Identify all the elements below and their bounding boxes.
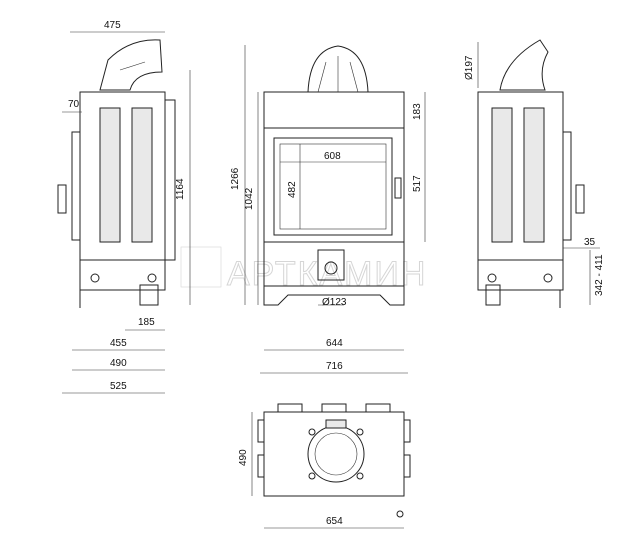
left-side-view [57,39,176,308]
left-air-inlet-1 [90,273,100,283]
dim-608: 608 [324,151,341,162]
front-view [263,45,405,306]
top-view [257,403,411,518]
dim-flue-123: Ø123 [322,297,347,308]
dim-1266: 1266 [230,167,241,190]
top-bolt-4 [356,472,364,480]
dim-183: 183 [412,103,423,120]
top-flue-collar [307,425,365,483]
left-spigot [139,284,159,306]
front-door-frame [263,127,405,243]
left-flue-detail [119,61,146,71]
top-side-tab-1 [257,419,265,443]
front-flue-spigot [317,249,345,281]
dim-1164: 1164 [175,178,186,200]
left-rear-plate [164,99,176,261]
right-flue-elbow [499,39,549,91]
right-air-inlet-1 [487,273,497,283]
left-base [79,259,166,291]
dim-342-411: 342 - 411 [594,254,605,296]
left-panel-2 [131,107,153,243]
dim-654: 654 [326,516,343,527]
front-air-pipe [324,261,338,275]
top-bracket-2 [321,403,347,413]
top-foot-marker [396,510,404,518]
top-side-tab-4 [403,454,411,478]
left-door-edge [71,131,81,241]
right-spigot [485,284,501,306]
dim-482: 482 [287,181,298,198]
dim-490: 490 [110,358,127,369]
dim-644: 644 [326,338,343,349]
top-side-tab-2 [257,454,265,478]
front-base-frame [263,285,405,306]
dim-490-top: 490 [238,449,249,466]
front-glass-inner [279,143,387,230]
front-glass-outer [273,137,393,236]
top-bracket-3 [365,403,391,413]
left-flue-elbow [99,39,163,91]
dim-716: 716 [326,361,343,372]
top-clamp [325,419,347,429]
dim-1042: 1042 [244,187,255,210]
top-bolt-1 [308,428,316,436]
right-dimensions: Ø197 35 342 - 411 [464,42,605,305]
right-panel-1 [491,107,513,243]
right-air-inlet-2 [543,273,553,283]
left-handle [57,184,67,214]
right-base [477,259,564,291]
dim-455: 455 [110,338,127,349]
top-side-tab-3 [403,419,411,443]
front-dimensions: 1266 1042 183 517 608 482 Ø123 644 716 [230,45,426,374]
dim-70: 70 [68,99,80,110]
left-air-inlet-2 [147,273,157,283]
top-bolt-3 [308,472,316,480]
top-dimensions: 490 654 [238,412,404,529]
dim-35: 35 [584,237,596,248]
watermark: АРТКАМИН [180,246,427,294]
right-side-view [477,39,585,308]
dim-475: 475 [104,20,121,31]
right-panel-2 [523,107,545,243]
dim-517: 517 [412,175,423,192]
front-door-handle [394,177,402,199]
dim-185: 185 [138,317,155,328]
right-door-edge [562,131,572,241]
top-bracket-1 [277,403,303,413]
left-dimensions: 475 70 1164 185 455 490 525 [62,20,191,394]
dim-flue-197: Ø197 [464,55,475,80]
front-flue [307,45,369,93]
top-flue-inner [314,432,358,476]
right-handle [575,184,585,214]
left-panel-1 [99,107,121,243]
top-bolt-2 [356,428,364,436]
watermark-text: АРТКАМИН [227,255,427,293]
dim-525: 525 [110,381,127,392]
